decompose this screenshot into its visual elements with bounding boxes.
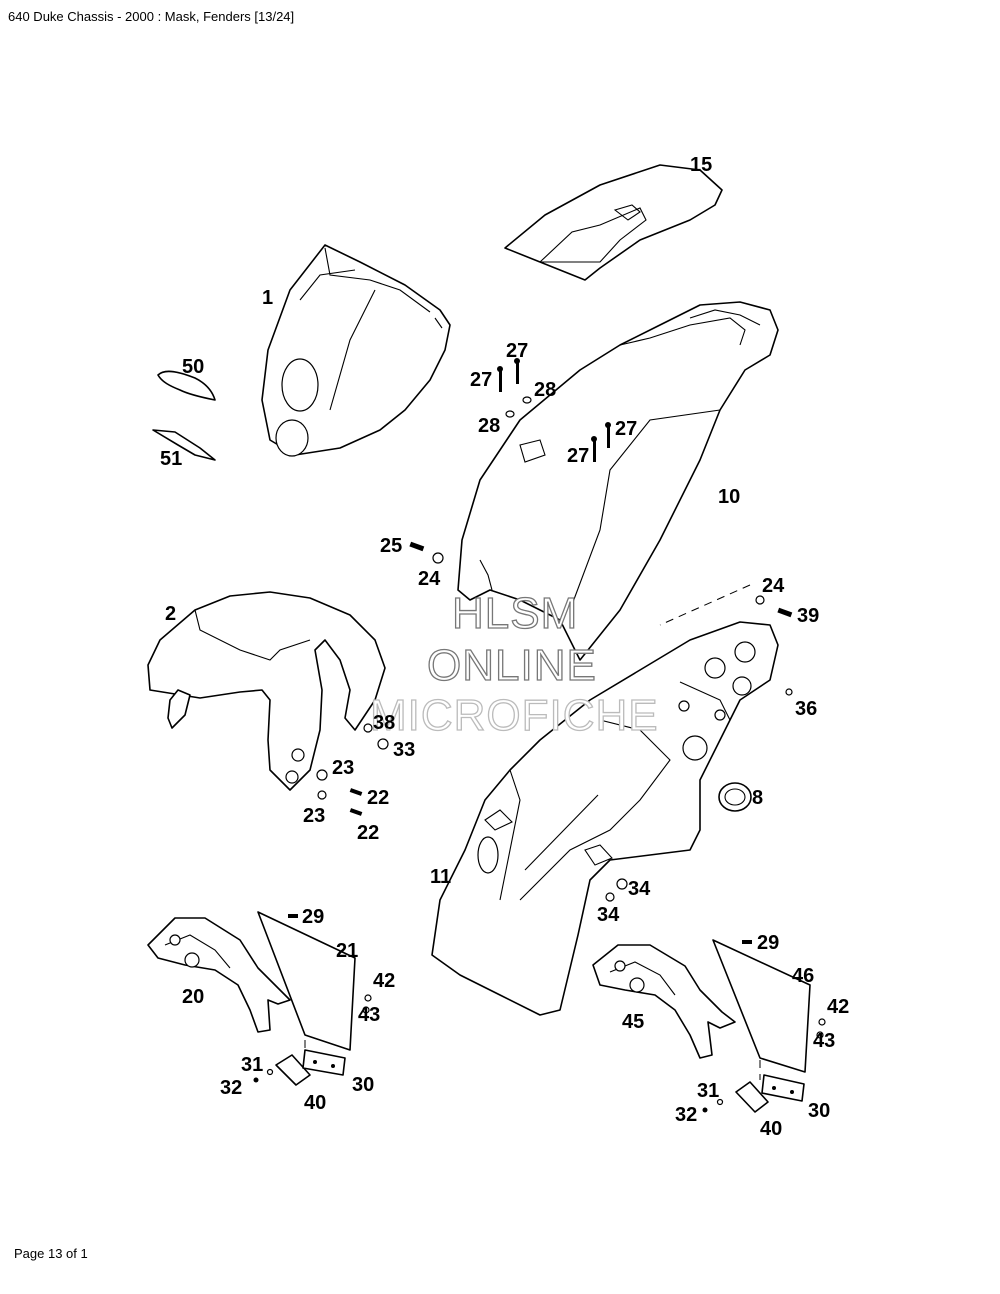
watermark-line1: HLSM [452, 589, 578, 638]
callout-34a: 34 [628, 878, 651, 900]
callout-24a: 24 [418, 568, 441, 590]
part-45-license-bracket[interactable] [592, 944, 736, 1059]
callout-36: 36 [795, 698, 817, 720]
part-50-decal[interactable] [157, 370, 216, 401]
part-30-reflector[interactable] [302, 1049, 346, 1076]
callout-51: 51 [160, 448, 182, 470]
callout-30b: 30 [808, 1100, 830, 1122]
part-40-plate-light-housing[interactable] [275, 1054, 311, 1086]
callout-21: 21 [336, 940, 358, 962]
callout-27a: 27 [470, 369, 492, 391]
part-8-cap[interactable] [718, 782, 752, 812]
watermark: HLSM ONLINE MICROFICHE [369, 588, 659, 740]
callout-30a: 30 [352, 1074, 374, 1096]
callout-31b: 31 [697, 1080, 719, 1102]
callout-50: 50 [182, 356, 204, 378]
callout-39: 39 [797, 605, 819, 627]
callout-45: 45 [622, 1011, 644, 1033]
callout-27c: 27 [567, 445, 589, 467]
callout-32a: 32 [220, 1077, 242, 1099]
callout-43a: 43 [358, 1004, 380, 1026]
callout-28b: 28 [478, 415, 500, 437]
part-40-plate-light-housing-right[interactable] [735, 1081, 769, 1113]
part-30-reflector-right[interactable] [761, 1074, 805, 1102]
part-46-license-plate[interactable] [712, 939, 811, 1073]
callout-8: 8 [752, 787, 763, 809]
callout-25: 25 [380, 535, 402, 557]
callout-labels: 1 2 8 10 11 15 20 21 22 22 23 23 24 24 2… [160, 154, 849, 1140]
part-2-front-fender[interactable] [147, 591, 386, 791]
callout-24b: 24 [762, 575, 785, 597]
callout-27b: 27 [506, 340, 528, 362]
part-20-license-bracket[interactable] [147, 917, 291, 1033]
callout-23a: 23 [332, 757, 354, 779]
callout-34b: 34 [597, 904, 620, 926]
callout-10: 10 [718, 486, 740, 508]
part-21-license-plate[interactable] [257, 911, 356, 1051]
page-title: 640 Duke Chassis - 2000 : Mask, Fenders … [8, 9, 295, 24]
callout-27d: 27 [615, 418, 637, 440]
callout-43b: 43 [813, 1030, 835, 1052]
callout-32b: 32 [675, 1104, 697, 1126]
callout-42a: 42 [373, 970, 395, 992]
callout-15: 15 [690, 154, 712, 176]
callout-31a: 31 [241, 1054, 263, 1076]
callout-22a: 22 [367, 787, 389, 809]
part-11-rear-tail-fender[interactable] [431, 621, 779, 1016]
watermark-line3: MICROFICHE [370, 691, 659, 740]
callout-40a: 40 [304, 1092, 326, 1114]
callout-1: 1 [262, 287, 273, 309]
hardware-fasteners [253, 358, 826, 1113]
callout-23b: 23 [303, 805, 325, 827]
callout-38: 38 [373, 712, 395, 734]
part-1-headlight-mask[interactable] [261, 244, 451, 457]
part-10-rear-side-panel[interactable] [457, 301, 779, 661]
callout-42b: 42 [827, 996, 849, 1018]
callout-46: 46 [792, 965, 814, 987]
callout-29a: 29 [302, 906, 324, 928]
page-footer: Page 13 of 1 [14, 1246, 88, 1261]
callout-40b: 40 [760, 1118, 782, 1140]
callout-20: 20 [182, 986, 204, 1008]
callout-22b: 22 [357, 822, 379, 844]
callout-33: 33 [393, 739, 415, 761]
part-15-seat-pad[interactable] [504, 164, 723, 281]
callout-11: 11 [430, 866, 451, 888]
callout-29b: 29 [757, 932, 779, 954]
part-51-decal[interactable] [152, 429, 216, 461]
callout-2: 2 [165, 603, 176, 625]
watermark-line2: ONLINE [427, 641, 597, 690]
callout-28a: 28 [534, 379, 556, 401]
